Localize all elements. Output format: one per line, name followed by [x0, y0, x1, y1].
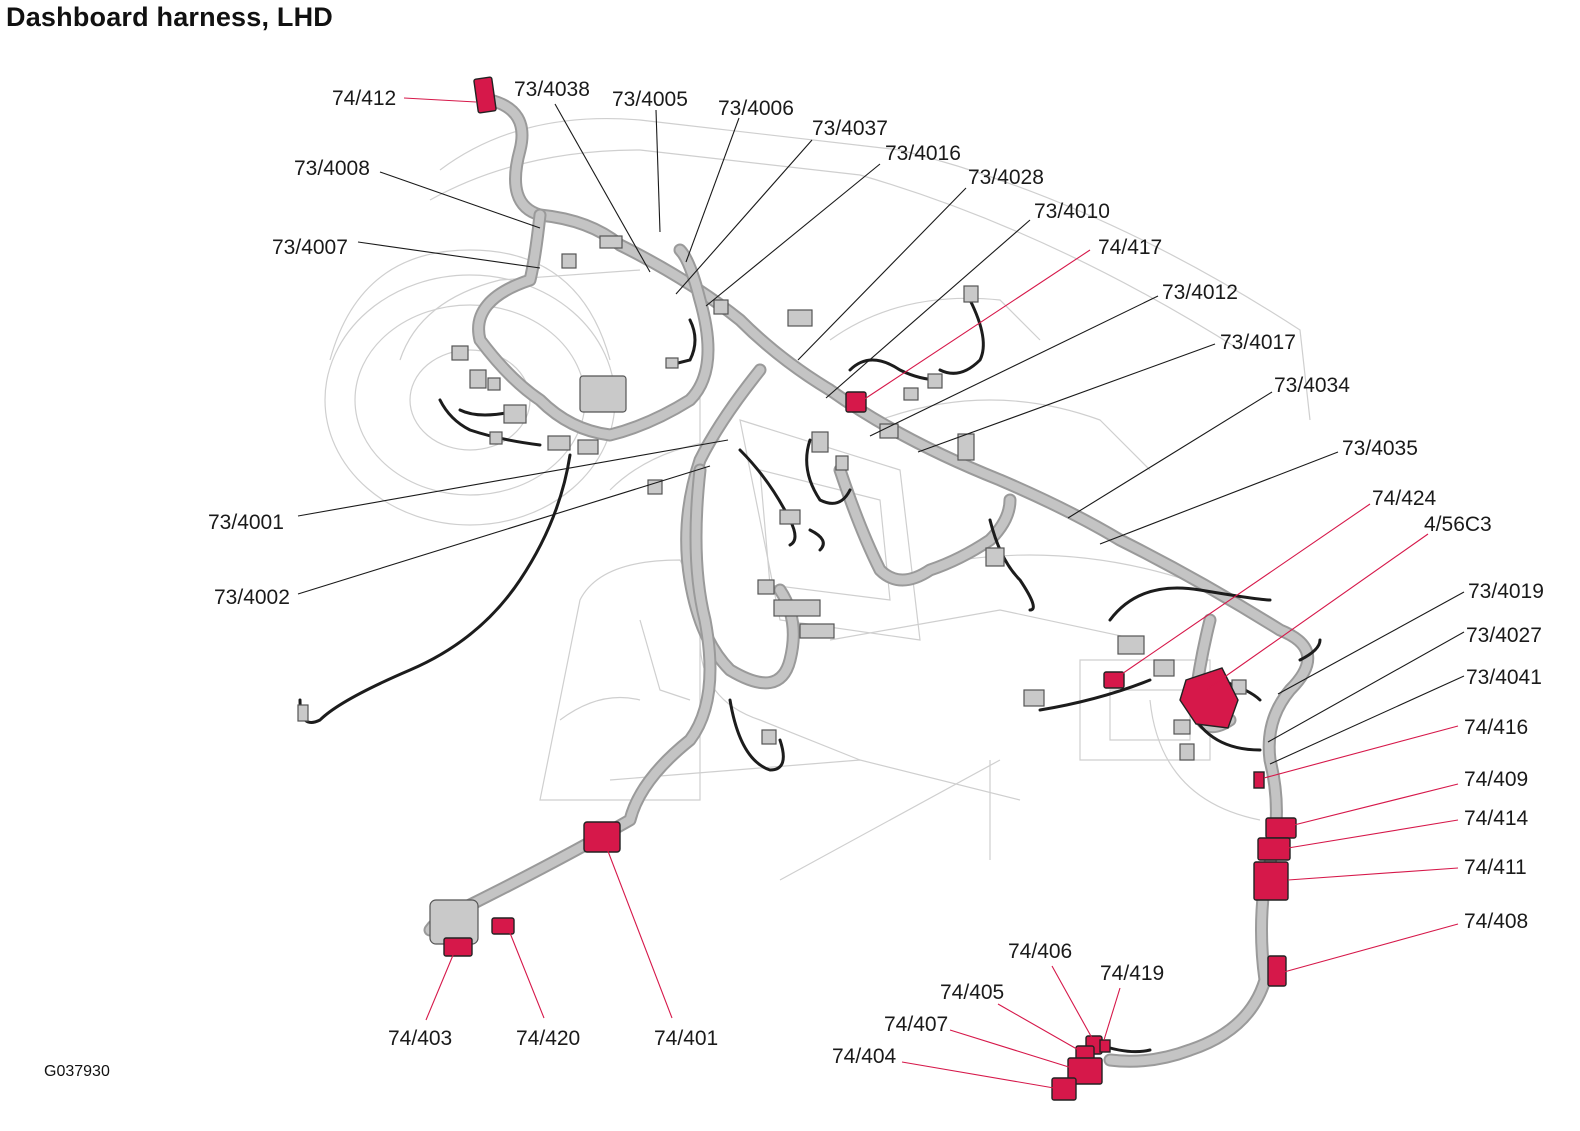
connector-74-408	[1267, 955, 1287, 987]
leader-lines	[297, 97, 1465, 1089]
grey-connectors	[297, 235, 1247, 945]
label-73-4002: 73/4002	[214, 586, 290, 609]
label-74-412: 74/412	[332, 87, 396, 110]
label-73-4027: 73/4027	[1466, 624, 1542, 647]
label-74-403: 74/403	[388, 1027, 452, 1050]
connector-74-416	[1253, 771, 1265, 789]
connector-74-407	[1067, 1057, 1103, 1085]
label-73-4041: 73/4041	[1466, 666, 1542, 689]
connector-74-409	[1265, 817, 1297, 839]
connector-74-414	[1257, 837, 1291, 861]
figure-id: G037930	[44, 1063, 110, 1080]
connector-74-419	[1099, 1039, 1111, 1053]
label-74-407: 74/407	[884, 1013, 948, 1036]
label-73-4035: 73/4035	[1342, 437, 1418, 460]
label-73-4028: 73/4028	[968, 166, 1044, 189]
red-connectors	[443, 76, 1297, 1101]
label-73-4006: 73/4006	[718, 97, 794, 120]
label-73-4008: 73/4008	[294, 157, 370, 180]
label-4-56c3: 4/56C3	[1424, 513, 1492, 536]
label-74-408: 74/408	[1464, 910, 1528, 933]
label-74-414: 74/414	[1464, 807, 1529, 830]
label-73-4034: 73/4034	[1274, 374, 1350, 397]
page-title: Dashboard harness, LHD	[6, 2, 333, 32]
label-73-4038: 73/4038	[514, 78, 590, 101]
connector-74-401	[583, 821, 621, 853]
label-74-404: 74/404	[832, 1045, 897, 1068]
connector-74-404	[1051, 1077, 1077, 1101]
label-74-409: 74/409	[1464, 768, 1528, 791]
label-74-419: 74/419	[1100, 962, 1164, 985]
label-73-4005: 73/4005	[612, 88, 688, 111]
label-73-4019: 73/4019	[1468, 580, 1544, 603]
connector-74-417	[845, 391, 867, 413]
label-74-411: 74/411	[1464, 856, 1527, 879]
label-73-4037: 73/4037	[812, 117, 888, 140]
label-74-416: 74/416	[1464, 716, 1528, 739]
connector-74-412	[473, 76, 497, 114]
label-74-406: 74/406	[1008, 940, 1072, 963]
main-harness	[423, 93, 1315, 1068]
connector-4-56c3	[1179, 667, 1239, 729]
label-74-424: 74/424	[1372, 487, 1437, 510]
label-74-420: 74/420	[516, 1027, 580, 1050]
callout-labels: 74/412 73/4038 73/4005 73/4006 73/4037 7…	[208, 78, 1544, 1068]
dashboard-outline	[324, 117, 1311, 881]
label-74-401: 74/401	[654, 1027, 718, 1050]
label-73-4016: 73/4016	[885, 142, 961, 165]
label-73-4010: 73/4010	[1034, 200, 1110, 223]
label-73-4017: 73/4017	[1220, 331, 1296, 354]
label-74-405: 74/405	[940, 981, 1004, 1004]
connector-74-411	[1253, 861, 1289, 901]
label-73-4007: 73/4007	[272, 236, 348, 259]
label-73-4001: 73/4001	[208, 511, 284, 534]
connector-74-403	[443, 937, 473, 957]
label-73-4012: 73/4012	[1162, 281, 1238, 304]
label-74-417: 74/417	[1098, 236, 1162, 259]
connector-74-420	[491, 917, 515, 935]
